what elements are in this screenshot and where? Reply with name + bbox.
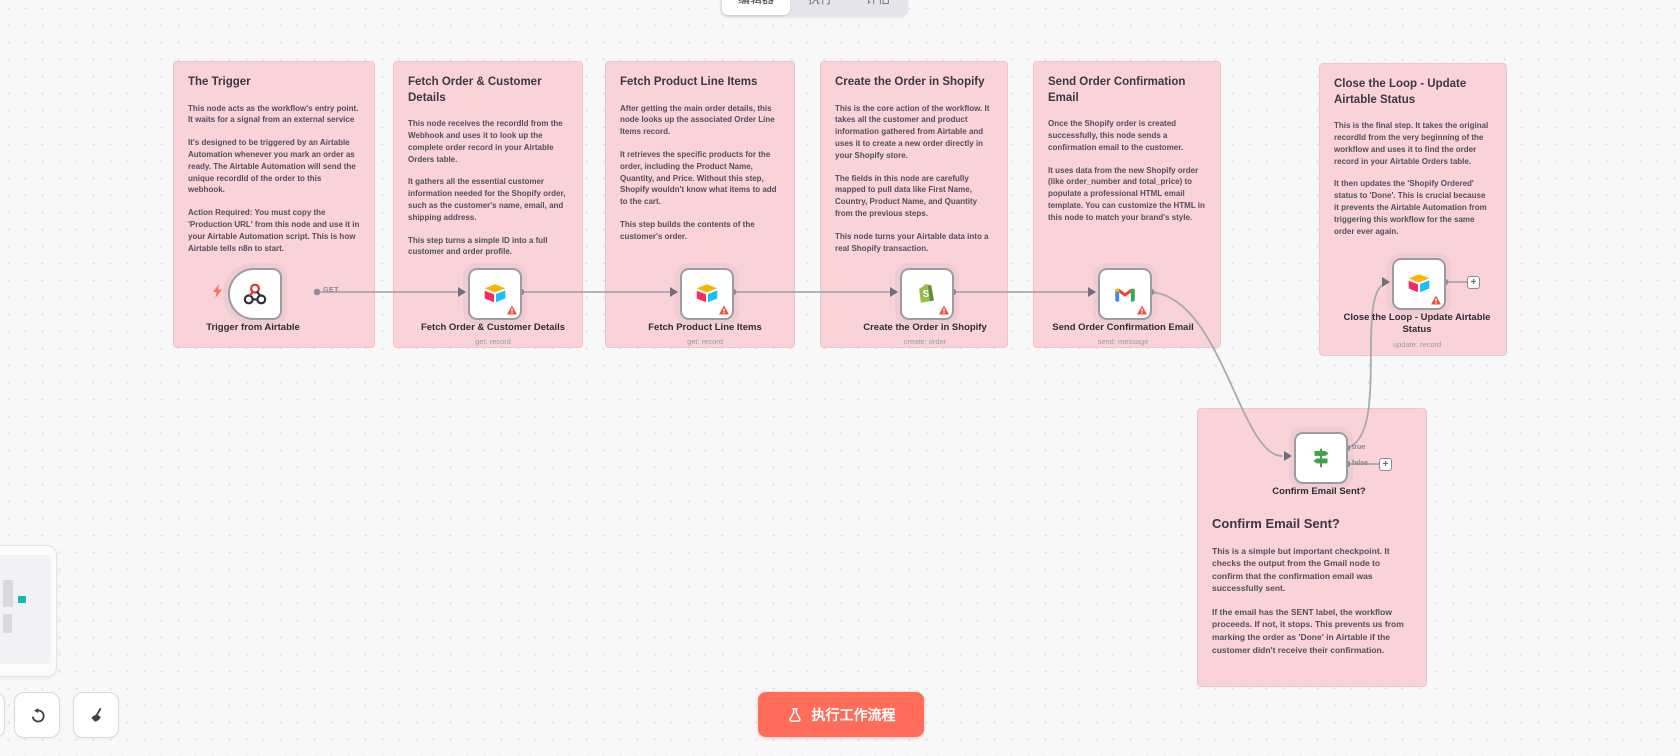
sticky-note-shopify[interactable]: Create the Order in Shopify This is the … [820, 61, 1008, 348]
sticky-paragraph: This step turns a simple ID into a full … [408, 235, 548, 257]
sticky-title: Fetch Order & Customer Details [408, 76, 542, 104]
node-airtable-update-status[interactable] [1392, 258, 1446, 310]
canvas-minimap[interactable] [0, 545, 57, 677]
node-name-label: Trigger from Airtable [206, 322, 300, 333]
gmail-icon [1115, 288, 1135, 302]
minimap-note [3, 614, 12, 633]
if-signpost-icon [1313, 448, 1329, 468]
tab-executions[interactable]: 执行 [792, 0, 848, 15]
connection-line[interactable] [1150, 291, 1283, 457]
undo-button[interactable] [14, 692, 60, 738]
sticky-title: Fetch Product Line Items [620, 76, 758, 88]
execute-workflow-label: 执行工作流程 [811, 706, 896, 723]
sticky-paragraph: It uses data from the new Shopify order … [1048, 165, 1205, 222]
webhook-icon [243, 283, 267, 305]
node-airtable-line-items[interactable] [680, 268, 734, 320]
broom-icon [90, 707, 101, 722]
flask-icon [788, 707, 801, 722]
sticky-paragraph: This node acts as the workflow's entry p… [188, 103, 359, 125]
sticky-title: Close the Loop - Update Airtable Status [1334, 78, 1467, 106]
sticky-paragraph: This is the core action of the workflow.… [835, 103, 990, 160]
sticky-paragraph: This is a simple but important checkpoin… [1212, 545, 1390, 594]
sticky-paragraph: Once the Shopify order is created succes… [1048, 119, 1184, 152]
sticky-note-email[interactable]: Send Order Confirmation Email Once the S… [1033, 61, 1221, 348]
sticky-paragraph: It's designed to be triggered by an Airt… [188, 138, 356, 195]
input-arrow-icon [458, 287, 466, 297]
add-node-button[interactable]: + [1467, 276, 1480, 289]
node-if-confirm-sent[interactable] [1294, 432, 1348, 484]
sticky-note-line-items[interactable]: Fetch Product Line Items After getting t… [605, 61, 795, 348]
sticky-title: Send Order Confirmation Email [1048, 76, 1186, 104]
view-switcher: 编辑器 执行 评估 [720, 0, 909, 17]
airtable-icon [696, 284, 718, 303]
airtable-icon [1408, 274, 1430, 293]
sticky-paragraph: This node receives the recordId from the… [408, 119, 563, 164]
minimap-note [3, 580, 13, 607]
sticky-paragraph: If the email has the SENT label, the wor… [1212, 606, 1404, 655]
node-airtable-get-order[interactable] [468, 268, 522, 320]
sticky-paragraph: It retrieves the specific products for t… [620, 150, 777, 207]
trigger-lightning-icon [213, 284, 222, 298]
sticky-paragraph: This step builds the contents of the cus… [620, 220, 755, 241]
add-node-button[interactable]: + [1379, 458, 1392, 471]
node-webhook-trigger[interactable] [228, 268, 282, 320]
sticky-paragraph: The fields in this node are carefully ma… [835, 173, 978, 219]
warning-icon [1137, 305, 1147, 315]
tab-evaluations[interactable]: 评估 [850, 0, 906, 15]
connection-line[interactable] [1346, 285, 1382, 449]
warning-icon [719, 305, 729, 315]
warning-icon [1431, 295, 1441, 305]
sticky-title: The Trigger [188, 76, 251, 88]
sticky-paragraph: Action Required: You must copy the 'Prod… [188, 208, 360, 253]
input-arrow-icon [1284, 451, 1292, 461]
airtable-icon [484, 284, 506, 303]
output-label-true: true [1352, 444, 1366, 451]
sticky-paragraph: It then updates the 'Shopify Ordered' st… [1334, 179, 1487, 236]
node-gmail-send[interactable] [1098, 268, 1152, 320]
input-arrow-icon [890, 287, 898, 297]
sticky-paragraph: This node turns your Airtable data into … [835, 231, 989, 253]
sticky-paragraph: After getting the main order details, th… [620, 103, 775, 137]
svg-text:S: S [923, 289, 930, 300]
tidy-up-button[interactable] [73, 692, 119, 738]
tab-editor[interactable]: 编辑器 [722, 0, 791, 15]
sticky-note-fetch-order[interactable]: Fetch Order & Customer Details This node… [393, 61, 583, 348]
output-port[interactable] [313, 288, 321, 296]
input-arrow-icon [670, 287, 678, 297]
sticky-paragraph: This is the final step. It takes the ori… [1334, 121, 1489, 166]
webhook-method-label: GET [323, 287, 339, 294]
output-label-false: false [1352, 460, 1368, 467]
execute-workflow-button[interactable]: 执行工作流程 [758, 692, 924, 737]
warning-icon [939, 305, 949, 315]
minimap-node [18, 596, 26, 603]
node-name-label: Confirm Email Sent? [1272, 486, 1366, 497]
sticky-title: Create the Order in Shopify [835, 76, 985, 88]
input-arrow-icon [1088, 287, 1096, 297]
undo-icon [31, 707, 45, 722]
clipped-canvas-button[interactable] [0, 692, 5, 738]
node-shopify-create-order[interactable]: S [900, 268, 954, 320]
minimap-viewport [0, 555, 51, 664]
sticky-title: Confirm Email Sent? [1212, 516, 1340, 531]
input-arrow-icon [1382, 277, 1390, 287]
shopify-icon: S [919, 284, 934, 303]
warning-icon [507, 305, 517, 315]
sticky-paragraph: It gathers all the essential customer in… [408, 177, 566, 222]
